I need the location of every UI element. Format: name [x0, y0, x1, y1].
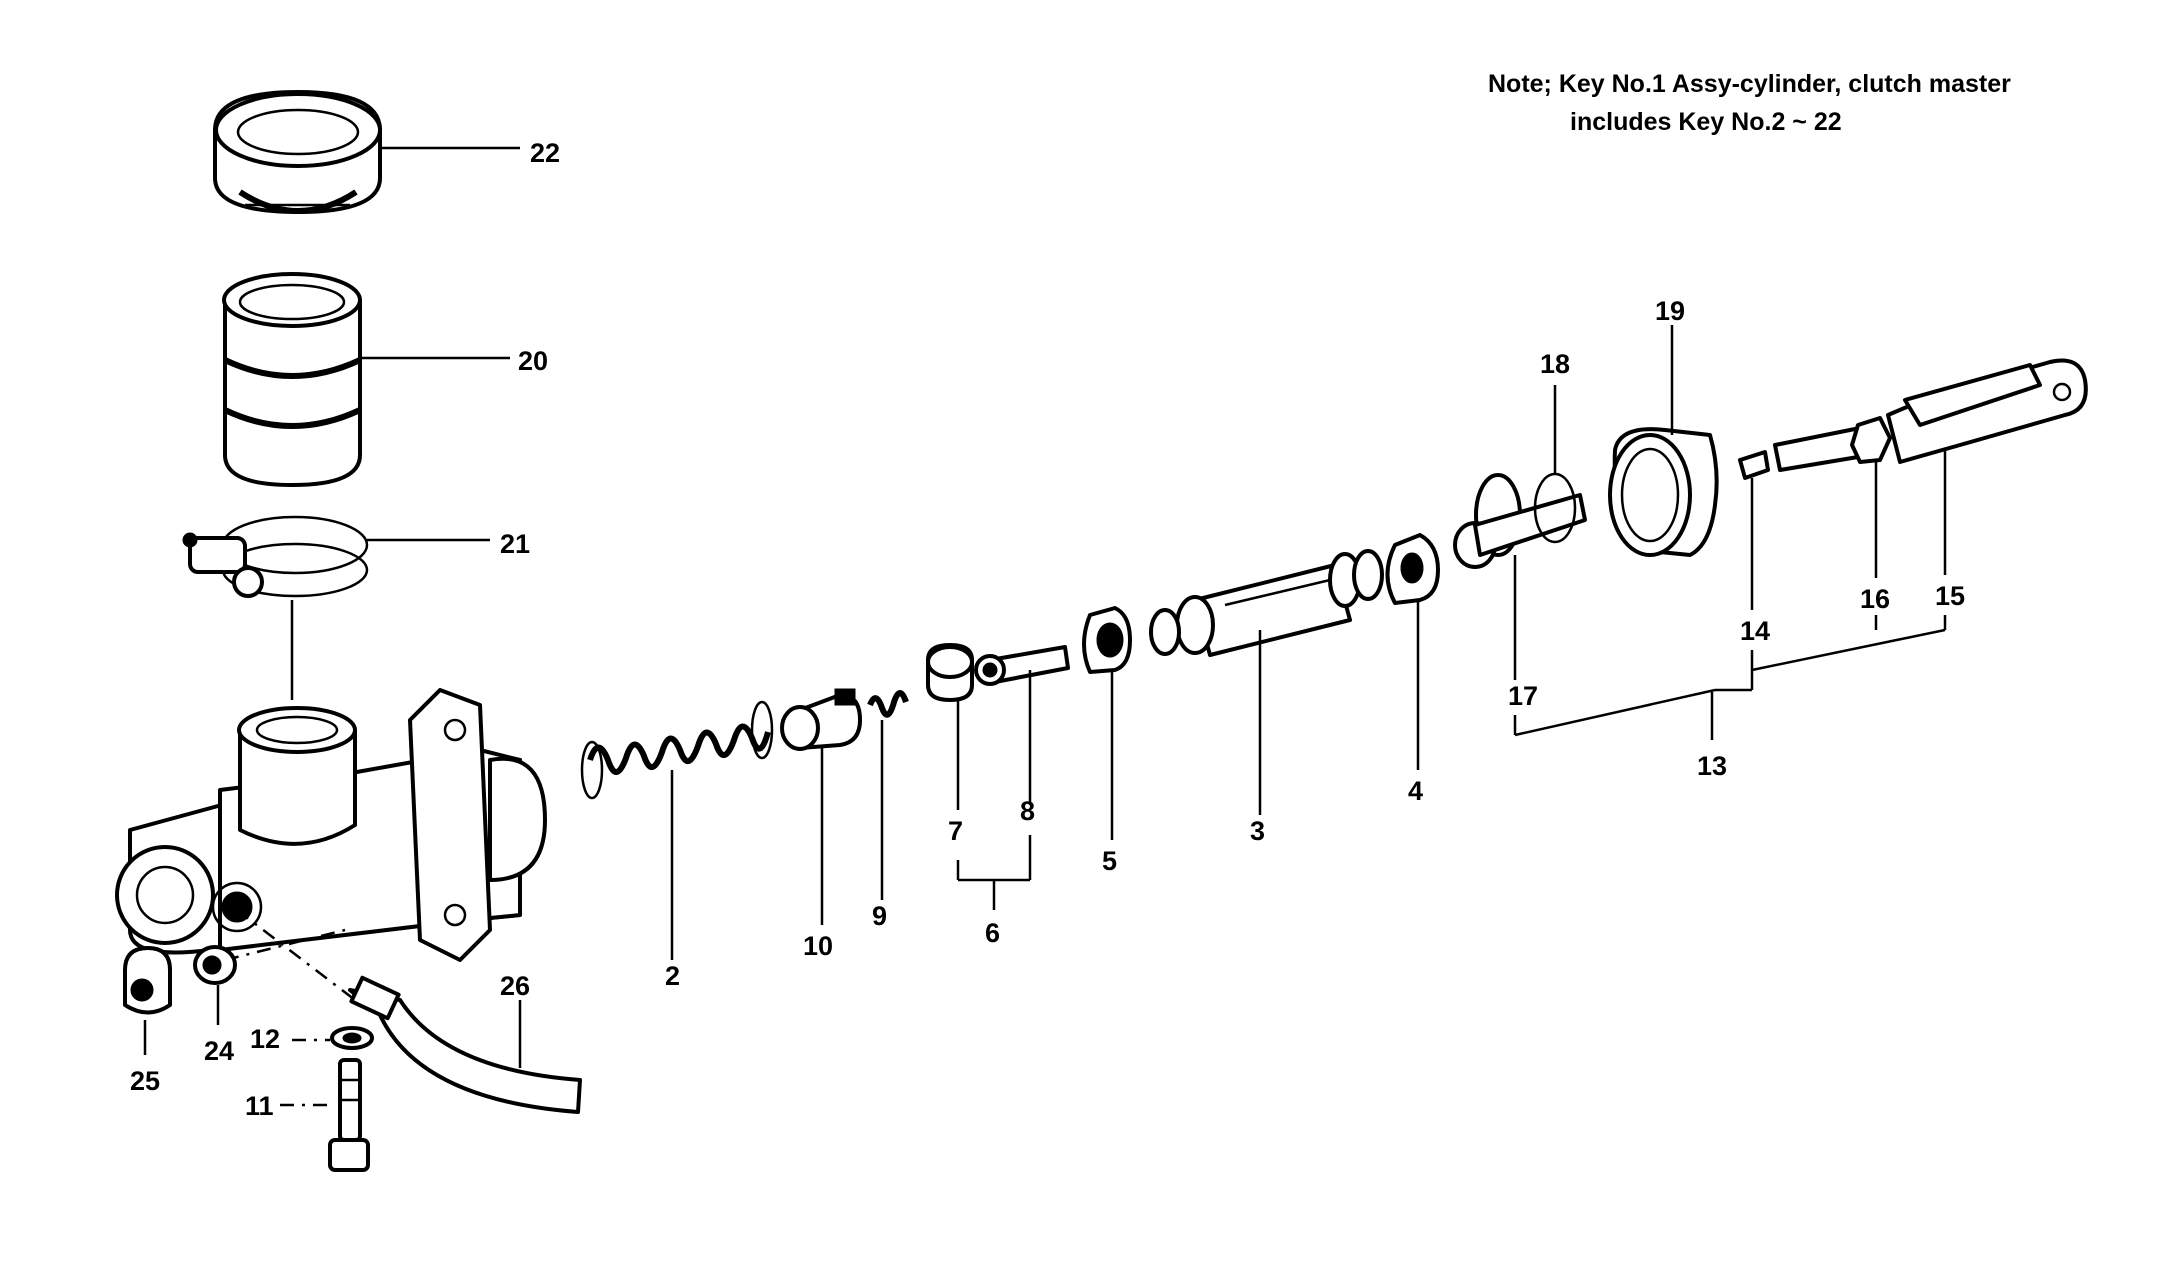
part-11-bolt [280, 1058, 370, 1172]
label-21: 21 [500, 529, 530, 559]
note-line-1: Note; Key No.1 Assy-cylinder, clutch mas… [1488, 70, 2011, 98]
part-21-clamp-band [182, 515, 490, 598]
part-25-cap [123, 946, 172, 1055]
part-14-push-rod [1738, 426, 1866, 610]
part-15-clevis [1886, 358, 2088, 575]
label-16: 16 [1860, 584, 1890, 614]
part-18-snap-ring [1533, 385, 1577, 544]
part-9-small-spring [867, 690, 909, 900]
label-17: 17 [1508, 681, 1538, 711]
part-16-lock-nut [1850, 416, 1892, 578]
label-18: 18 [1540, 349, 1570, 379]
part-26-tube [348, 975, 582, 1114]
label-24: 24 [204, 1036, 234, 1066]
part-19-dust-boot [1608, 325, 1719, 557]
label-14: 14 [1740, 616, 1770, 646]
label-22: 22 [530, 138, 560, 168]
bracket-13 [1513, 615, 1947, 740]
part-2-spring [580, 700, 774, 960]
label-9: 9 [872, 901, 887, 931]
part-8-valve-stem [974, 645, 1070, 805]
label-13: 13 [1697, 751, 1727, 781]
part-7-valve-seal [926, 643, 974, 810]
axis-line-bolt [236, 909, 356, 1001]
label-10: 10 [803, 931, 833, 961]
label-7: 7 [948, 816, 963, 846]
cylinder-body [115, 688, 547, 962]
label-19: 19 [1655, 296, 1685, 326]
label-8a: 8 [1020, 796, 1035, 826]
part-24-seal [193, 945, 237, 1025]
part-22-reservoir-cap [213, 90, 520, 214]
part-4-cup [1385, 533, 1440, 770]
label-2: 2 [665, 961, 680, 991]
part-17-stopper [1453, 473, 1587, 680]
part-12-washer [292, 1026, 374, 1050]
label-12: 12 [250, 1024, 280, 1054]
label-25: 25 [130, 1066, 160, 1096]
label-20: 20 [518, 346, 548, 376]
label-4: 4 [1408, 776, 1423, 806]
part-10-seat [780, 688, 862, 925]
label-5: 5 [1102, 846, 1117, 876]
label-26: 26 [500, 971, 530, 1001]
label-6a: 6 [985, 918, 1000, 948]
label-3: 3 [1250, 816, 1265, 846]
part-5-spacer [1082, 606, 1132, 840]
label-15: 15 [1935, 581, 1965, 611]
axis-line-washer [224, 928, 346, 962]
part-3-piston [1149, 549, 1384, 815]
note-line-2: includes Key No.2 ~ 22 [1570, 108, 1842, 136]
part-20-reservoir [222, 272, 510, 487]
bracket-6 [956, 835, 1032, 910]
label-11: 11 [245, 1091, 274, 1121]
